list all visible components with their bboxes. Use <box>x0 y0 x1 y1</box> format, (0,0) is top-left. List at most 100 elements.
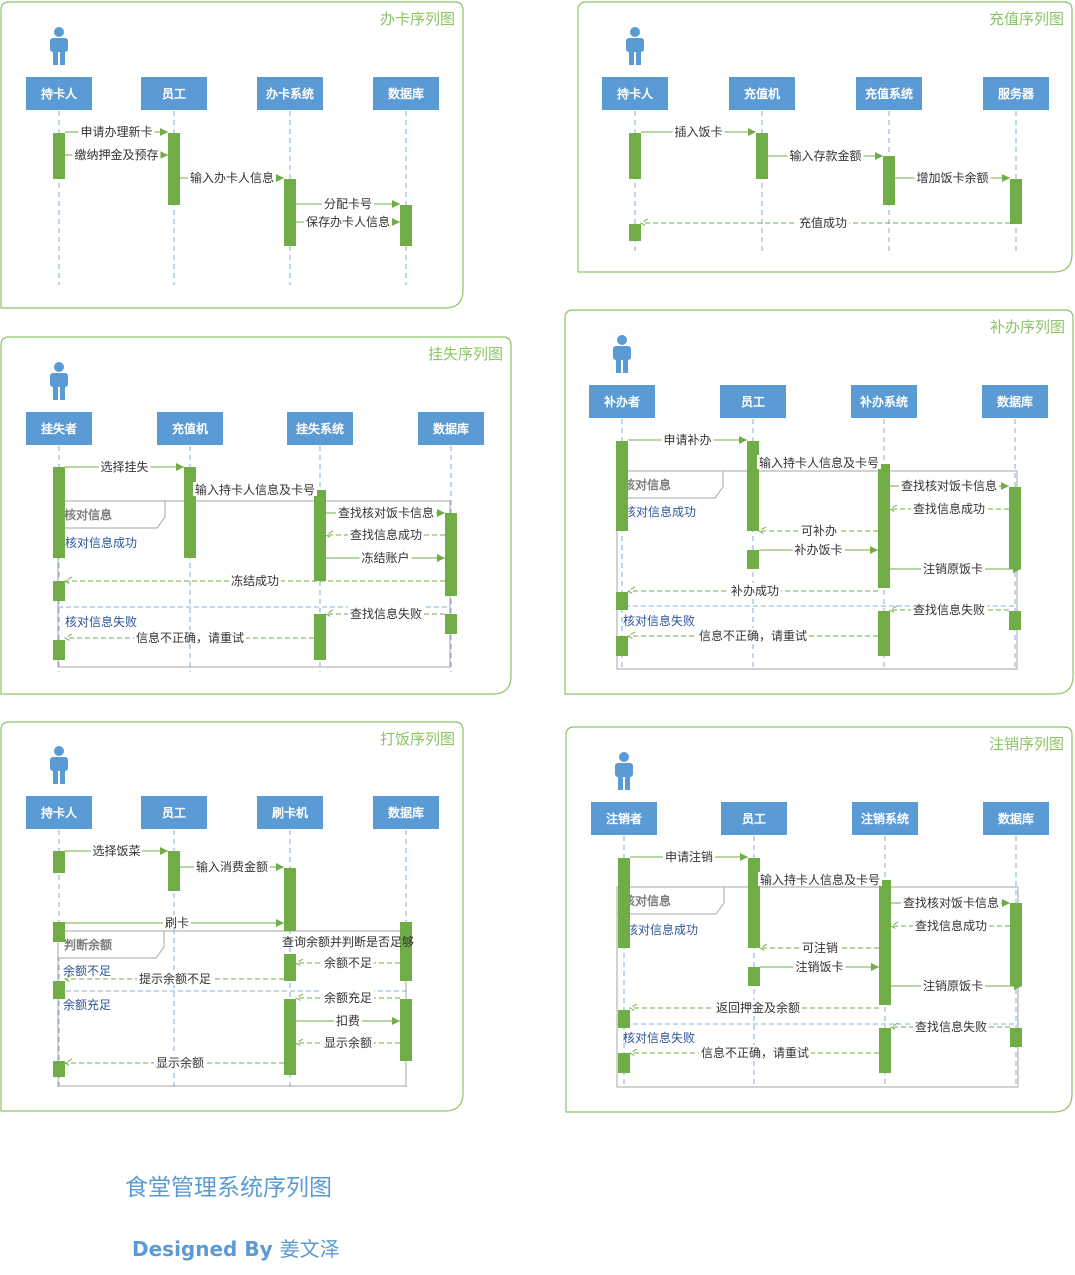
message-label-bg <box>901 895 1001 909</box>
message-label-bg <box>322 990 374 1004</box>
participant-box <box>591 802 657 835</box>
arrow-head-icon <box>888 504 898 514</box>
message-label: 选择挂失 <box>100 459 148 474</box>
participant-box <box>982 385 1048 418</box>
message-label-bg <box>336 505 436 519</box>
message-label-bg <box>194 859 270 873</box>
author-name: 姜文泽 <box>279 1237 340 1261</box>
participant-label: 员工 <box>742 812 766 826</box>
participant-label: 持卡人 <box>41 86 78 101</box>
activation-bar <box>53 467 65 558</box>
arrow-head-icon <box>626 631 636 641</box>
activation-bar <box>53 1061 65 1077</box>
message-label: 显示余额 <box>324 1035 372 1050</box>
actor-body-icon <box>50 373 68 387</box>
activation-bar <box>616 592 628 610</box>
message-label: 可注销 <box>802 940 838 955</box>
diagram-report-loss: 挂失序列图挂失者充值机挂失系统数据库核对信息核对信息成功核对信息失败选择挂失输入… <box>0 336 512 695</box>
participant-label: 员工 <box>162 87 186 101</box>
participant-box <box>373 77 439 110</box>
message-label-bg <box>787 148 864 162</box>
participant-label: 员工 <box>741 395 765 409</box>
arrow-head-icon <box>276 174 284 182</box>
message-label: 缴纳押金及预存 <box>74 147 158 162</box>
message-label-bg <box>304 214 392 228</box>
actor-leg-icon <box>60 770 65 784</box>
message-label: 充值成功 <box>799 215 847 230</box>
actor-leg-icon <box>618 776 623 790</box>
activation-bar <box>1009 611 1021 630</box>
actor-leg-icon <box>623 359 628 373</box>
message-label: 补办成功 <box>731 583 779 598</box>
arrow-head-icon <box>63 633 73 643</box>
message-label: 注销原饭卡 <box>923 978 983 993</box>
message-label: 查找信息失败 <box>350 606 422 621</box>
message-label: 选择饭菜 <box>92 844 140 858</box>
message-label-bg <box>714 1000 802 1014</box>
participant-label: 持卡人 <box>41 805 78 820</box>
activation-bar <box>445 513 457 596</box>
activation-bar <box>629 133 641 179</box>
diagram-meal-purchase: 打饭序列图持卡人员工刷卡机数据库判断余额余额不足余额充足选择饭菜输入消费金额刷卡… <box>0 721 464 1112</box>
arrow-head-icon <box>437 554 445 562</box>
actor-leg-icon <box>60 51 65 65</box>
arrow-head-icon <box>276 863 284 871</box>
message-label: 输入存款金额 <box>789 148 861 163</box>
participant-label: 持卡人 <box>617 86 654 101</box>
participant-box <box>418 412 484 445</box>
activation-bar <box>629 224 641 241</box>
participant-box <box>26 412 92 445</box>
message-label: 信息不正确，请重试 <box>136 630 244 645</box>
message-label-bg <box>72 147 161 161</box>
actor-leg-icon <box>629 51 634 65</box>
arrow-head-icon <box>160 151 168 159</box>
message-label-bg <box>154 1055 206 1069</box>
actor-body-icon <box>613 346 631 360</box>
arrow-head-icon <box>160 847 168 855</box>
message-label-bg <box>911 501 987 515</box>
activation-bar <box>168 851 180 891</box>
message-label-bg <box>90 843 143 857</box>
actor-body-icon <box>626 38 644 52</box>
message-label: 插入饭卡 <box>674 125 722 139</box>
message-label-bg <box>661 432 714 446</box>
message-label: 查找核对饭卡信息 <box>338 505 434 520</box>
arrow-head-icon <box>276 919 284 927</box>
participant-box <box>257 796 323 829</box>
guard-success: 核对信息成功 <box>624 504 696 519</box>
actor-head-icon <box>54 27 64 37</box>
participant-box <box>852 802 918 835</box>
participant-box <box>141 796 207 829</box>
message-label: 申请注销 <box>665 849 713 864</box>
message-label: 补办饭卡 <box>794 542 842 557</box>
participant-label: 数据库 <box>997 394 1033 409</box>
message-label-bg <box>322 196 374 210</box>
sequence-diagrams-canvas: 办卡序列图持卡人员工办卡系统数据库申请办理新卡缴纳押金及预存输入办卡人信息分配卡… <box>0 1 1074 1113</box>
message-label: 冻结成功 <box>231 573 279 588</box>
actor-leg-icon <box>53 770 58 784</box>
participant-box <box>983 77 1049 110</box>
message-label-bg <box>98 459 151 473</box>
fragment-label: 判断余额 <box>64 937 112 952</box>
participant-box <box>729 77 795 110</box>
arrow-head-icon <box>324 530 334 540</box>
message-label-bg <box>348 527 424 541</box>
arrow-head-icon <box>1002 899 1010 907</box>
arrow-head-icon <box>888 605 898 615</box>
message-label: 扣费 <box>336 1014 360 1028</box>
message-label: 申请办理新卡 <box>80 124 152 139</box>
diagram-frame <box>0 336 512 695</box>
actor-leg-icon <box>625 776 630 790</box>
message-label-bg <box>729 583 781 597</box>
activation-bar <box>883 156 895 205</box>
diagram-title: 挂失序列图 <box>428 345 503 363</box>
diagram-frame <box>565 726 1073 1113</box>
activation-bar <box>618 1053 630 1073</box>
diagram-title: 补办序列图 <box>990 318 1065 336</box>
activation-bar <box>400 922 412 981</box>
diagram-recharge: 充值序列图持卡人充值机充值系统服务器插入饭卡输入存款金额增加饭卡余额充值成功 <box>577 1 1073 273</box>
footer-title: 食堂管理系统序列图 <box>125 1175 332 1201</box>
arrow-head-icon <box>628 1003 638 1013</box>
message-label-bg <box>137 971 213 985</box>
participant-box <box>856 77 922 110</box>
